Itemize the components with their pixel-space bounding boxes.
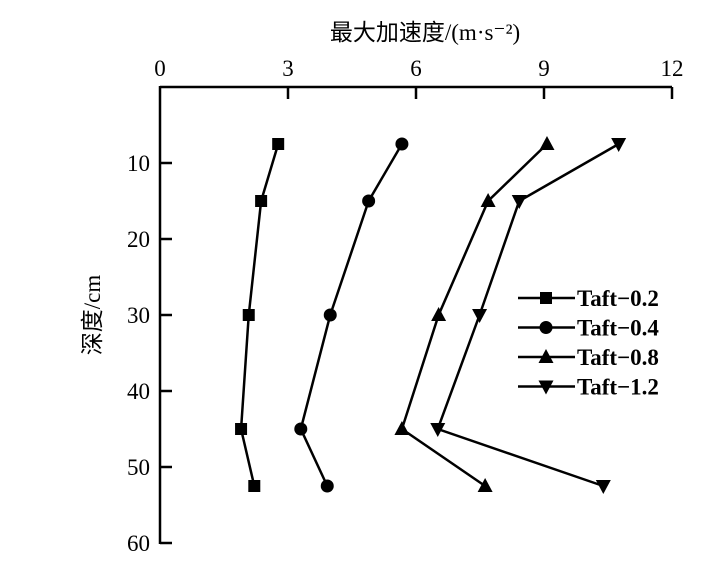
data-point-circle	[362, 194, 376, 208]
data-point-circle	[320, 479, 334, 493]
series-line	[299, 143, 403, 487]
data-point-square	[255, 195, 268, 207]
y-tick-label: 50	[127, 455, 150, 480]
series-0	[235, 138, 285, 492]
data-point-triangle-down	[611, 138, 627, 152]
legend-marker-triangle-down	[538, 380, 554, 395]
legend-label: Taft−0.2	[577, 286, 659, 311]
legend-label: Taft−0.8	[577, 345, 659, 370]
y-tick-label: 10	[127, 151, 150, 176]
y-tick-label: 40	[127, 379, 150, 404]
data-point-triangle-down	[511, 195, 527, 209]
data-point-square	[272, 138, 285, 150]
x-axis-title: 最大加速度/(m·s⁻²)	[330, 20, 520, 45]
x-tick-label: 12	[661, 56, 684, 81]
data-point-circle	[294, 422, 308, 436]
y-tick-label: 60	[127, 531, 150, 556]
legend-marker-square	[540, 292, 552, 304]
legend-item: Taft−0.4	[518, 316, 659, 341]
legend-label: Taft−0.4	[577, 316, 659, 341]
legend-label: Taft−1.2	[577, 375, 659, 400]
data-point-triangle-down	[430, 423, 446, 437]
x-tick-label: 9	[538, 56, 550, 81]
data-point-square	[235, 423, 248, 435]
y-axis-title: 深度/cm	[80, 275, 105, 356]
data-point-triangle-up	[539, 136, 555, 150]
x-tick-label: 6	[410, 56, 422, 81]
legend-item: Taft−1.2	[518, 375, 659, 400]
x-tick-label: 0	[154, 56, 166, 81]
data-point-triangle-down	[472, 309, 488, 323]
legend-marker-triangle-up	[538, 349, 554, 363]
data-point-circle	[395, 137, 409, 151]
data-point-triangle-up	[394, 421, 410, 435]
data-point-triangle-up	[477, 478, 493, 492]
legend-item: Taft−0.8	[518, 345, 659, 370]
data-point-square	[248, 480, 261, 492]
y-tick-label: 30	[127, 303, 150, 328]
series-3	[430, 138, 627, 494]
data-point-square	[242, 309, 255, 321]
x-tick-label: 3	[282, 56, 294, 81]
legend-marker-circle	[539, 321, 553, 334]
y-tick-label: 20	[127, 227, 150, 252]
data-point-triangle-down	[595, 480, 611, 494]
data-point-circle	[323, 308, 337, 322]
data-point-triangle-up	[431, 307, 447, 321]
series-2	[394, 136, 555, 492]
data-point-triangle-up	[480, 193, 496, 207]
series-1	[294, 137, 409, 493]
legend-item: Taft−0.2	[518, 286, 659, 311]
